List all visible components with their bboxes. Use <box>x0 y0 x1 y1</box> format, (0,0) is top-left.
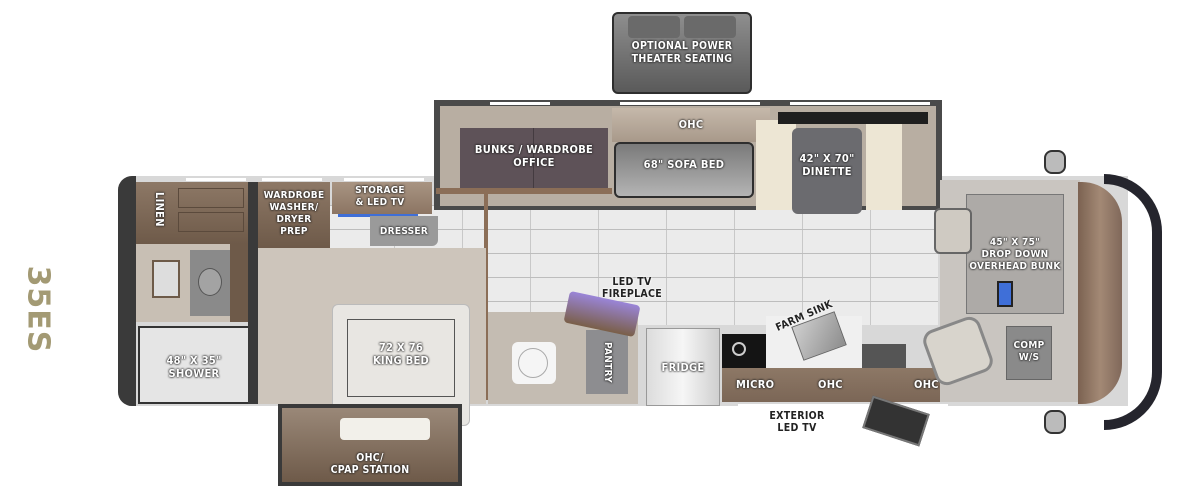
windshield <box>1104 174 1162 430</box>
micro-label: MICRO <box>736 378 775 391</box>
passenger-seat <box>934 208 972 254</box>
linen-cabinet: LINEN <box>136 182 248 244</box>
shower-label: 48" X 35" SHOWER <box>166 354 222 380</box>
ohc-slide: OHC <box>612 108 770 142</box>
model-name: 35ES <box>18 262 58 354</box>
bunks-wardrobe-office: BUNKS / WARDROBE OFFICE <box>460 128 608 190</box>
storage-label: STORAGE & LED TV <box>355 185 405 208</box>
dinette-label: 42" X 70" DINETTE <box>799 152 855 178</box>
mirror-icon <box>1044 150 1066 174</box>
fridge: FRIDGE <box>646 328 720 406</box>
theater-seating-label: OPTIONAL POWER THEATER SEATING <box>631 40 733 65</box>
led-tv-icon <box>338 214 418 217</box>
storage-led-tv: STORAGE & LED TV <box>332 182 432 214</box>
sofa-bed: 68" SOFA BED <box>614 142 754 198</box>
bunks-label: BUNKS / WARDROBE OFFICE <box>474 143 594 169</box>
comp-ws-label: COMP W/S <box>1013 340 1045 363</box>
king-bed-label: 72 X 76 KING BED <box>372 341 430 367</box>
tablet-icon <box>997 281 1013 307</box>
mirror-icon <box>1044 410 1066 434</box>
wardrobe-washer-dryer: WARDROBE WASHER/ DRYER PREP <box>258 182 330 248</box>
ohc-kitchen-label: OHC <box>818 378 843 391</box>
toilet-icon <box>512 342 556 384</box>
pantry-label: PANTRY <box>602 342 613 383</box>
dresser: DRESSER <box>370 216 438 246</box>
theater-seating: OPTIONAL POWER THEATER SEATING <box>612 10 752 94</box>
overhead-bunk: 45" X 75" DROP DOWN OVERHEAD BUNK <box>966 194 1064 314</box>
fireplace-label: LED TV FIREPLACE <box>601 276 663 300</box>
ohc-cpap-label: OHC/ CPAP STATION <box>330 452 410 476</box>
wardrobe-label: WARDROBE WASHER/ DRYER PREP <box>263 190 325 237</box>
pantry: PANTRY <box>586 330 628 394</box>
model-name-text: 35ES <box>20 265 56 354</box>
sink-icon <box>190 250 230 316</box>
comp-ws: COMP W/S <box>1006 326 1052 380</box>
shower: 48" X 35" SHOWER <box>138 326 250 404</box>
kitchen-cabinets: MICRO OHC OHC <box>722 368 952 402</box>
overhead-bunk-label: 45" X 75" DROP DOWN OVERHEAD BUNK <box>969 237 1061 272</box>
exterior-tv-label: EXTERIOR LED TV <box>769 410 825 434</box>
cooktop <box>722 334 766 368</box>
fridge-label: FRIDGE <box>661 361 705 374</box>
dinette: 42" X 70" DINETTE <box>756 112 906 214</box>
ohc-front-label: OHC <box>914 378 939 391</box>
sofa-bed-label: 68" SOFA BED <box>643 158 725 171</box>
rear-wall <box>118 176 136 406</box>
dresser-label: DRESSER <box>379 226 429 237</box>
linen-label: LINEN <box>153 192 166 227</box>
bath-vanity <box>136 244 248 322</box>
ohc-slide-label: OHC <box>678 118 704 131</box>
